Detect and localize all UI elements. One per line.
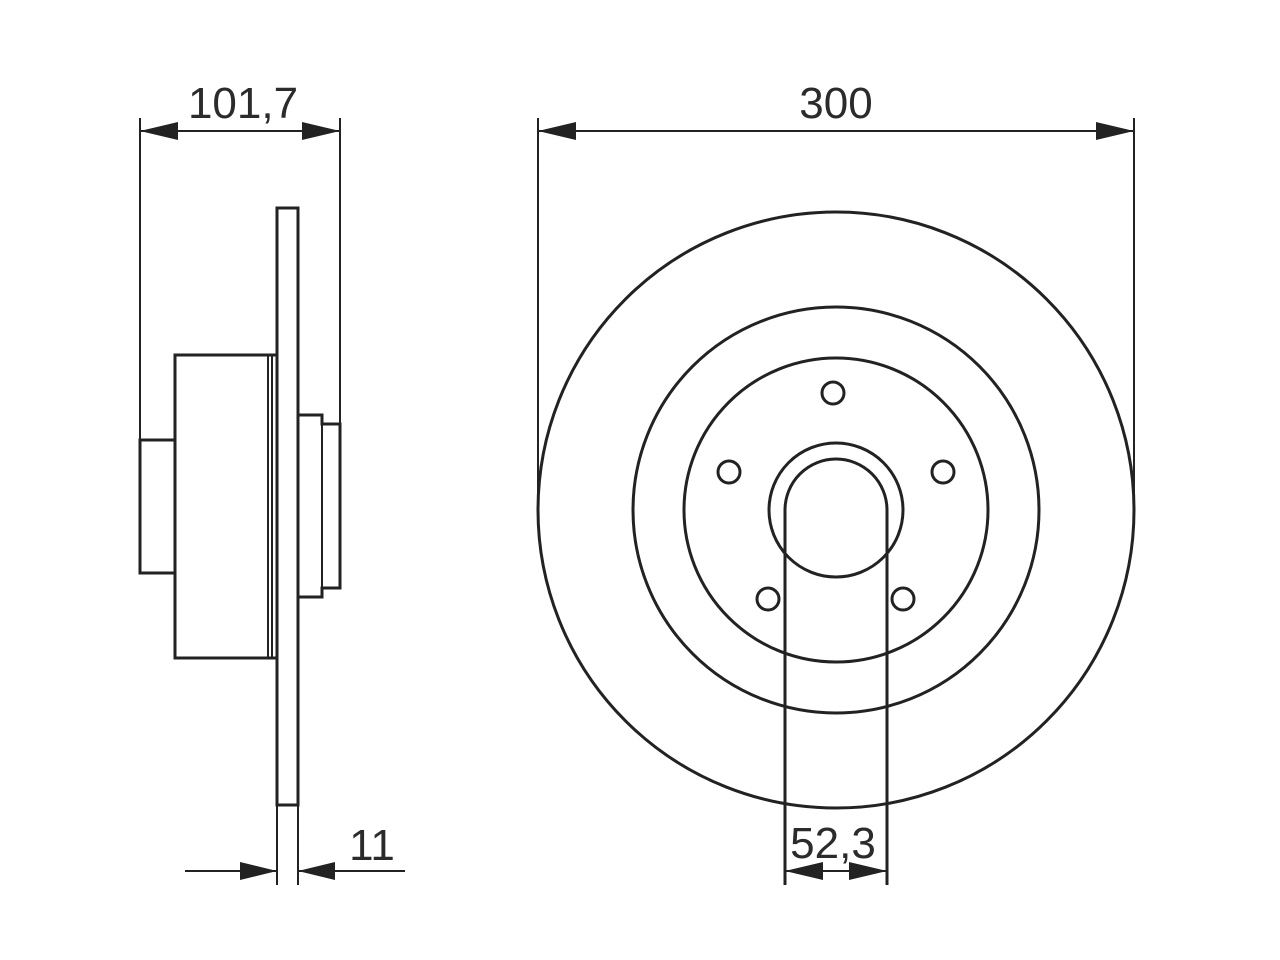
- thickness-label: 11: [349, 821, 395, 870]
- thickness-arrow-left: [240, 862, 277, 880]
- disc-outer-edge: [536, 210, 1136, 810]
- thickness-arrow-right: [298, 862, 335, 880]
- center-bore-outer: [767, 441, 905, 579]
- front-view: 300 52,3: [536, 79, 1136, 885]
- hub-height-arrow-left: [140, 122, 178, 140]
- bolt-hole-pattern: [716, 380, 956, 612]
- bolt-hole-bottom-right: [890, 586, 916, 612]
- disc-plate-profile: [275, 206, 300, 807]
- diameter-arrow-right: [1096, 122, 1134, 140]
- bolt-hole-right: [930, 459, 956, 485]
- hub-body-profile: [173, 353, 277, 660]
- hub-height-label: 101,7: [188, 79, 298, 128]
- hub-shaft-profile: [138, 438, 175, 575]
- diameter-arrow-left: [538, 122, 576, 140]
- hub-flange-edge: [682, 356, 990, 664]
- center-bore-inner: [783, 457, 889, 885]
- spigot-profile: [298, 413, 342, 599]
- bore-arrow-left: [785, 862, 823, 880]
- bolt-hole-top: [820, 380, 846, 406]
- bore-label: 52,3: [790, 819, 876, 868]
- diameter-label: 300: [799, 79, 872, 128]
- bolt-hole-bottom-left: [755, 586, 781, 612]
- hub-height-arrow-right: [302, 122, 340, 140]
- side-view: 101,7 11: [138, 79, 405, 885]
- bore-arrow-right: [849, 862, 887, 880]
- friction-ring-inner-edge: [631, 305, 1041, 715]
- bolt-hole-left: [716, 459, 742, 485]
